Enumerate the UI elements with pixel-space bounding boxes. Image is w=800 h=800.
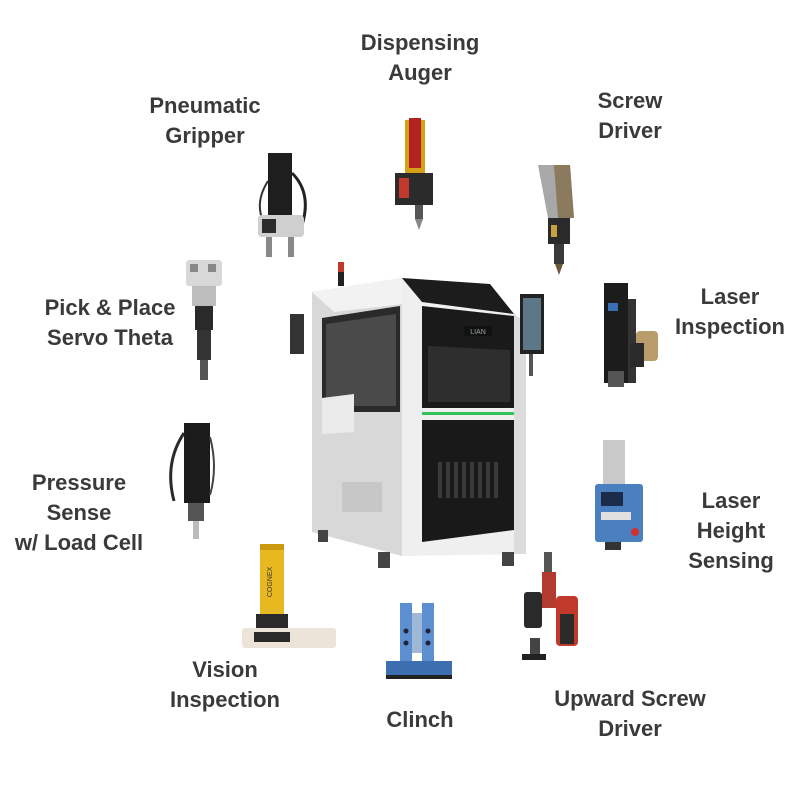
- automation-machine-image: LIAN: [282, 262, 550, 574]
- clinch-image: [382, 603, 458, 681]
- pneumatic-gripper-image: [248, 153, 318, 261]
- pick-place-servo-theta-image: [180, 258, 230, 383]
- cognex-logo: COGNEX: [267, 567, 274, 598]
- label-clinch: Clinch: [386, 707, 454, 732]
- vision-inspection-image: COGNEX: [238, 542, 338, 650]
- screw-driver-image: [530, 163, 590, 278]
- laser-height-sensing-image: [585, 440, 647, 552]
- machine-logo: LIAN: [470, 329, 486, 336]
- upward-screw-driver-image: [518, 552, 588, 664]
- dispensing-auger-image: [385, 118, 445, 233]
- pressure-sense-image: [160, 423, 220, 541]
- laser-inspection-image: [600, 283, 662, 391]
